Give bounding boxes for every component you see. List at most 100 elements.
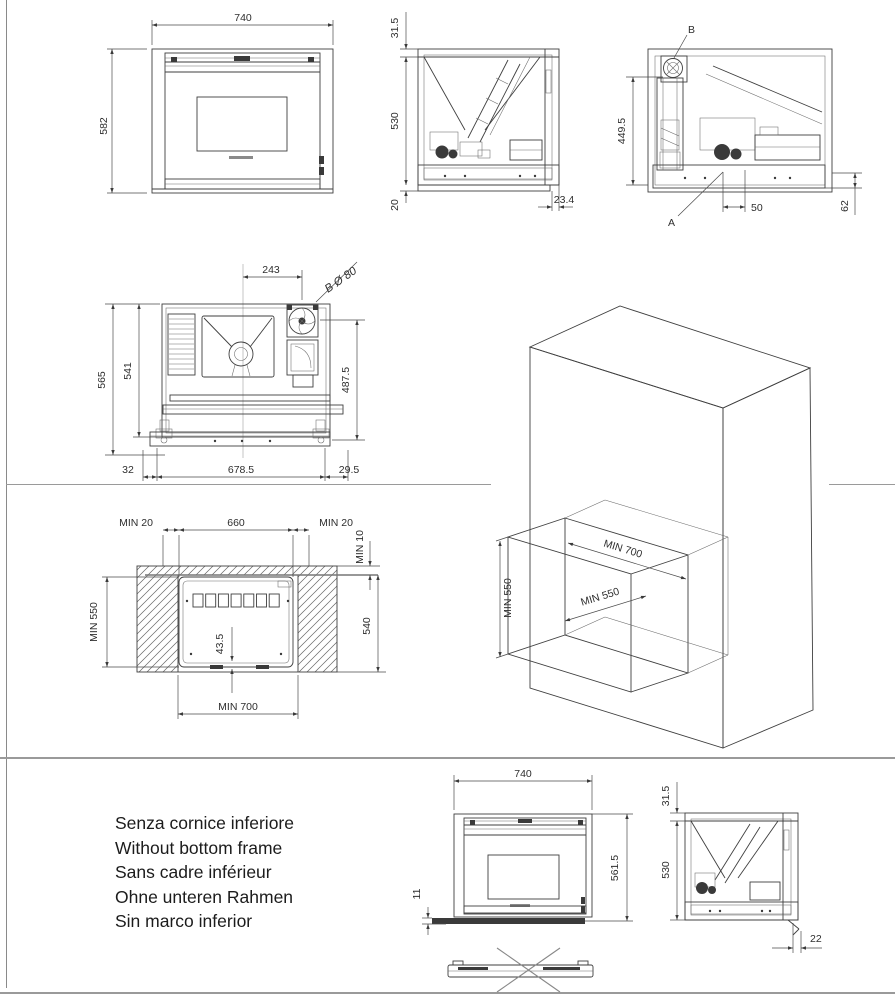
dimension-arrowhead [675, 915, 679, 920]
dimension-arrowhead [454, 779, 459, 783]
dim-width-label: 740 [514, 768, 532, 780]
control-button [581, 906, 585, 913]
dim-flue-offset-label: 243 [262, 264, 280, 276]
dimension-arrowhead [297, 275, 302, 279]
dim-recess-width-label: MIN 700 [218, 701, 258, 713]
dimension-arrowhead [675, 821, 679, 826]
dimension-arrowhead [230, 669, 234, 674]
dim-offset-label: 50 [751, 202, 763, 214]
dimension-arrowhead [325, 475, 330, 479]
dimension-arrowhead [137, 304, 141, 309]
section-divider-1-right [829, 484, 895, 485]
dim-recess-depth-label: MIN 550 [579, 586, 621, 609]
auger-motor [714, 144, 730, 160]
noframe-front-drawing: 740 561.5 11 [411, 768, 633, 993]
dimension-arrowhead [376, 575, 380, 580]
dimension-arrowhead [355, 435, 359, 440]
dimension-arrowhead [243, 275, 248, 279]
dimension-arrowhead [293, 712, 298, 716]
dimension-arrowhead [404, 180, 408, 185]
dim-base-height-label: 62 [839, 200, 851, 212]
dimension-arrowhead [426, 924, 430, 929]
dim-side-gap-left-label: MIN 20 [119, 517, 153, 529]
note-german: Ohne unteren Rahmen [115, 886, 294, 907]
insert-plan [149, 303, 344, 447]
dim-top-gap-label: MIN 10 [354, 530, 366, 564]
dim-body-width-label: 678.5 [228, 464, 254, 476]
dimension-arrowhead [426, 913, 430, 918]
control-button [319, 156, 324, 164]
section-divider-2 [0, 757, 895, 759]
dimension-arrowhead [328, 23, 333, 27]
dimension-arrowhead [163, 528, 168, 532]
dim-depth-rear-label: 487.5 [340, 367, 352, 393]
insert-front-noframe [432, 813, 593, 924]
dimension-arrowhead [110, 188, 114, 193]
dimension-arrowhead [320, 475, 325, 479]
dim-width-label: 740 [234, 12, 252, 24]
dimension-arrowhead [625, 916, 629, 921]
insert-rear-section [647, 48, 833, 193]
sheet-bottom-border [0, 992, 895, 994]
control-panel [277, 580, 292, 588]
flue-diameter-label: B Ø 80 [323, 265, 360, 296]
hatched-wall [136, 565, 338, 673]
notes-block: Senza cornice inferiore Without bottom f… [115, 811, 294, 934]
dimension-arrowhead [152, 23, 157, 27]
dimension-arrowhead [230, 656, 234, 661]
dimension-arrowhead [293, 528, 298, 532]
dimension-arrowhead [288, 528, 293, 532]
dimension-arrowhead [587, 779, 592, 783]
dimension-arrowhead [565, 617, 571, 622]
dimension-arrowhead [853, 183, 857, 188]
dimension-arrowhead [343, 475, 348, 479]
dimension-arrowhead [404, 44, 408, 49]
dimension-arrowhead [111, 304, 115, 309]
dim-right-offset-label: 29.5 [339, 464, 360, 476]
brand-mark [229, 156, 253, 159]
note-english: Without bottom frame [115, 837, 283, 858]
point-a-label: A [668, 217, 675, 229]
noframe-side-drawing: 31.5 530 22 [660, 782, 822, 953]
dimension-arrowhead [174, 528, 179, 532]
dimension-arrowhead [498, 652, 502, 657]
dimension-arrowhead [304, 528, 309, 532]
control-button [581, 897, 585, 904]
dimension-arrowhead [143, 475, 148, 479]
dimension-arrowhead [801, 946, 806, 950]
dim-bottom-gap-label: 11 [411, 888, 423, 899]
dimension-arrowhead [111, 450, 115, 455]
sheet-left-border [6, 0, 7, 988]
dimension-arrowhead [110, 49, 114, 54]
dimension-arrowhead [179, 528, 184, 532]
cross-out-mark [496, 947, 561, 993]
point-b-label: B [688, 24, 695, 36]
dimension-arrowhead [157, 475, 162, 479]
dim-rear-offset-label: 22 [810, 933, 822, 945]
note-italian: Senza cornice inferiore [115, 813, 294, 833]
insert-side-noframe [684, 812, 800, 936]
recess-cavity [507, 499, 729, 693]
hopper-louver-grille [167, 313, 196, 376]
dimension-arrowhead [631, 180, 635, 185]
dimension-arrowhead [178, 712, 183, 716]
dimension-arrowhead [625, 814, 629, 819]
dimension-arrowhead [680, 575, 686, 580]
auger-motor [696, 882, 708, 894]
insert-side-section [417, 48, 560, 192]
front-view-drawing: 740 582 [98, 12, 334, 194]
dim-height-label: 530 [660, 861, 672, 879]
removed-bottom-frame [447, 947, 594, 993]
dimension-arrowhead [152, 475, 157, 479]
dimension-arrowhead [368, 575, 372, 580]
dimension-arrowhead [105, 662, 109, 667]
bottom-frame-strip [417, 184, 551, 192]
dim-body-width-label: 660 [227, 517, 245, 529]
recess-front-drawing: MIN 20 660 MIN 20 MIN 10 MIN 550 540 43.… [88, 517, 386, 719]
dimension-arrowhead [376, 667, 380, 672]
dimension-arrowhead [740, 205, 745, 209]
dim-top-label: 31.5 [390, 18, 401, 39]
dim-height-below-line-label: 540 [361, 617, 373, 635]
glass-window [487, 854, 560, 900]
plan-view-drawing: 243 B Ø 80 565 541 487.5 32 678.5 29.5 [96, 261, 365, 481]
